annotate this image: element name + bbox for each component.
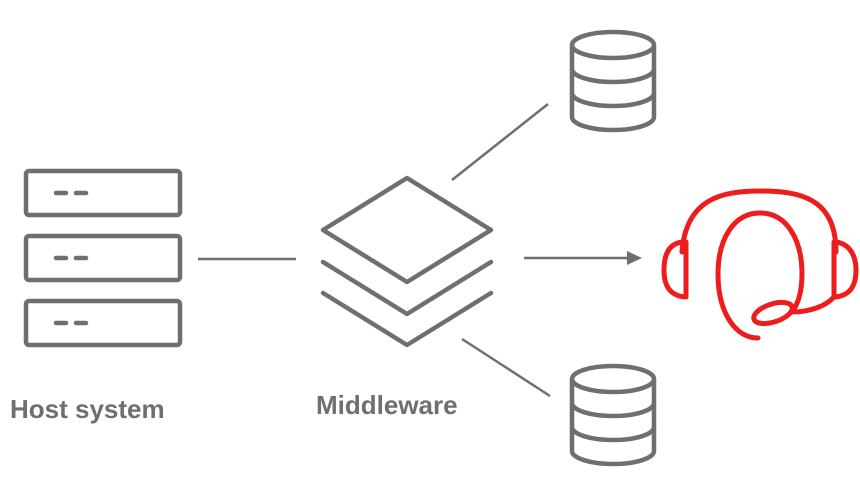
connector-middleware-database-bottom	[461, 337, 551, 398]
database-icon	[569, 29, 657, 133]
layers-stack-icon	[320, 175, 494, 348]
headset-agent-icon	[661, 188, 859, 341]
connector-middleware-database-top	[451, 103, 549, 181]
database-icon	[569, 363, 657, 467]
server-rack-icon	[23, 168, 183, 348]
arrowhead-icon	[627, 251, 642, 265]
host-system-label: Host system	[10, 394, 165, 424]
middleware-label: Middleware	[316, 390, 458, 420]
